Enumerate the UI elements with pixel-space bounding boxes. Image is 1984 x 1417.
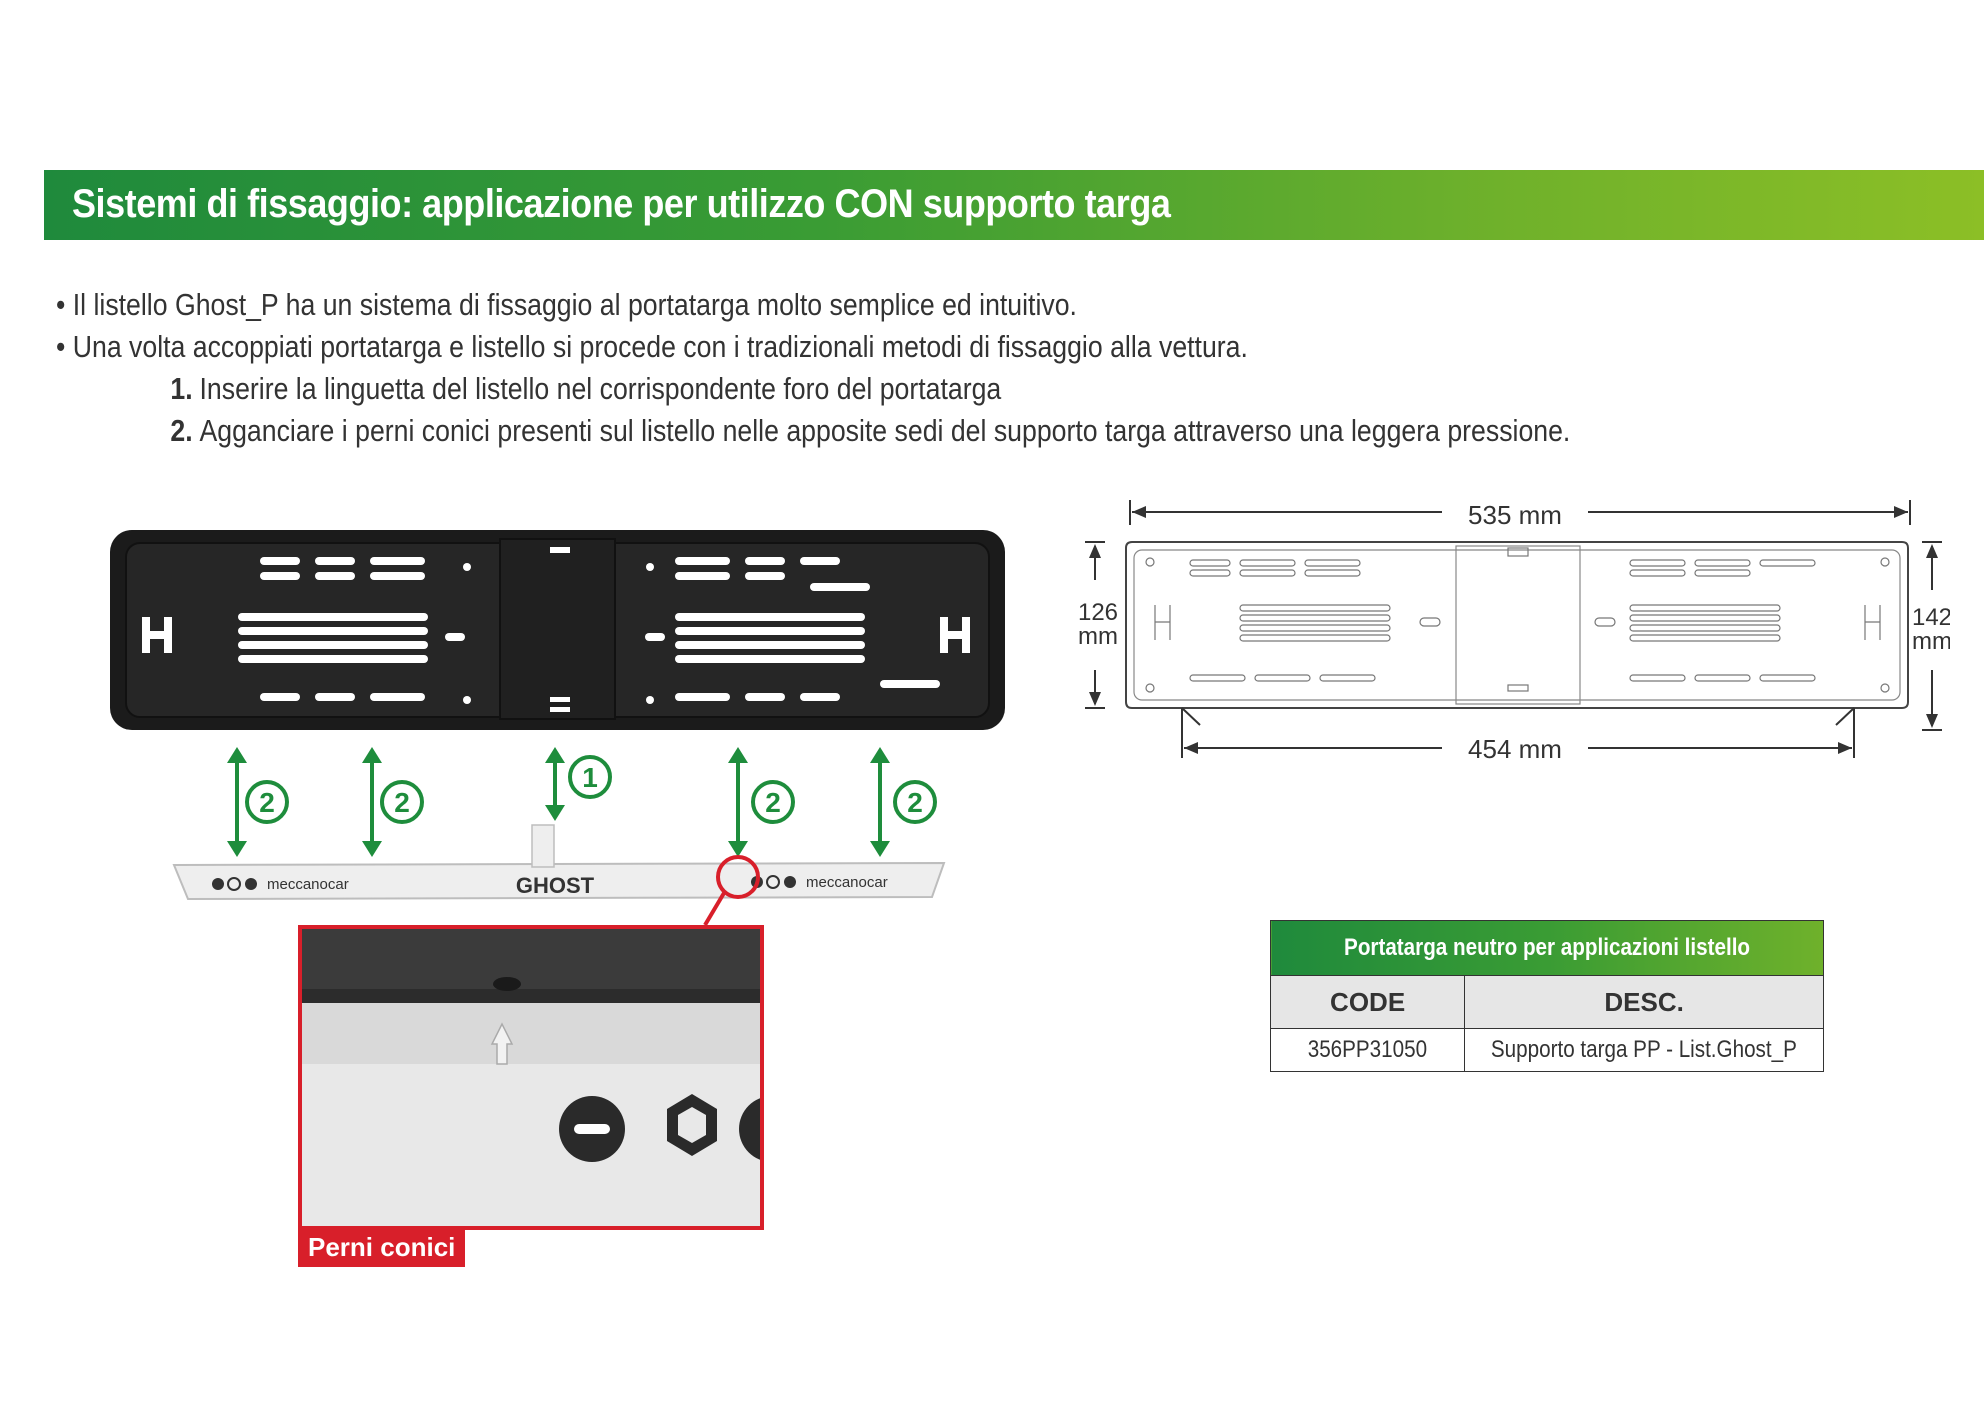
step-number: 1. <box>170 371 193 406</box>
bullet-item: • Il listello Ghost_P ha un sistema di f… <box>56 287 1077 322</box>
dim-height-left-value: 126 <box>1078 599 1118 626</box>
instructions: • Il listello Ghost_P ha un sistema di f… <box>56 284 1856 452</box>
marker-label: 2 <box>394 787 410 818</box>
marker-label: 2 <box>259 787 275 818</box>
dim-height-right-unit: mm <box>1912 628 1950 655</box>
table-row: 356PP31050 Supporto targa PP - List.Ghos… <box>1269 1028 1824 1072</box>
step-item: 1.Inserire la linguetta del listello nel… <box>56 368 1604 410</box>
section-banner: Sistemi di fissaggio: applicazione per u… <box>44 170 1984 240</box>
bullet-item: • Una volta accoppiati portatarga e list… <box>56 329 1248 364</box>
cell-code: 356PP31050 <box>1269 1028 1466 1072</box>
table-title: Portatarga neutro per applicazioni liste… <box>1270 920 1824 976</box>
step-item: 2.Agganciare i perni conici presenti sul… <box>56 410 1604 452</box>
callout-circle <box>716 855 760 899</box>
step-text: Inserire la linguetta del listello nel c… <box>199 371 1002 406</box>
ghost-strip-image: meccanocar GHOST meccanocar <box>172 824 946 901</box>
column-header-desc: DESC. <box>1464 975 1824 1029</box>
zoom-detail-image <box>298 925 764 1230</box>
assembly-svg: 2 2 1 2 2 meccanocar GHOST meccanocar <box>110 530 1005 927</box>
strip-brand: meccanocar <box>806 874 888 891</box>
dim-height-left-unit: mm <box>1078 623 1118 650</box>
zoom-label: Perni conici <box>298 1227 466 1267</box>
marker-label: 1 <box>582 762 598 793</box>
plate-holder-image <box>110 530 1005 730</box>
cell-desc: Supporto targa PP - List.Ghost_P <box>1464 1028 1824 1072</box>
callout-line <box>703 891 726 927</box>
column-header-code: CODE <box>1269 975 1466 1029</box>
product-table: Portatarga neutro per applicazioni liste… <box>1269 920 1824 1072</box>
step-text: Agganciare i perni conici presenti sul l… <box>199 413 1571 448</box>
arrow-group <box>227 747 890 857</box>
assembly-illustration: 2 2 1 2 2 meccanocar GHOST meccanocar <box>110 525 1010 1275</box>
section-title: Sistemi di fissaggio: applicazione per u… <box>72 182 1171 226</box>
step-number: 2. <box>170 413 193 448</box>
dimension-drawing: 535 mm <box>1070 490 1950 780</box>
marker-label: 2 <box>907 787 923 818</box>
dim-width-top: 535 mm <box>1468 500 1562 530</box>
dim-height-right-value: 142 <box>1912 604 1950 631</box>
marker-circles <box>245 755 937 824</box>
strip-brand: meccanocar <box>267 876 349 893</box>
dim-width-bottom: 454 mm <box>1468 734 1562 764</box>
marker-label: 2 <box>765 787 781 818</box>
strip-logo: GHOST <box>516 873 595 898</box>
